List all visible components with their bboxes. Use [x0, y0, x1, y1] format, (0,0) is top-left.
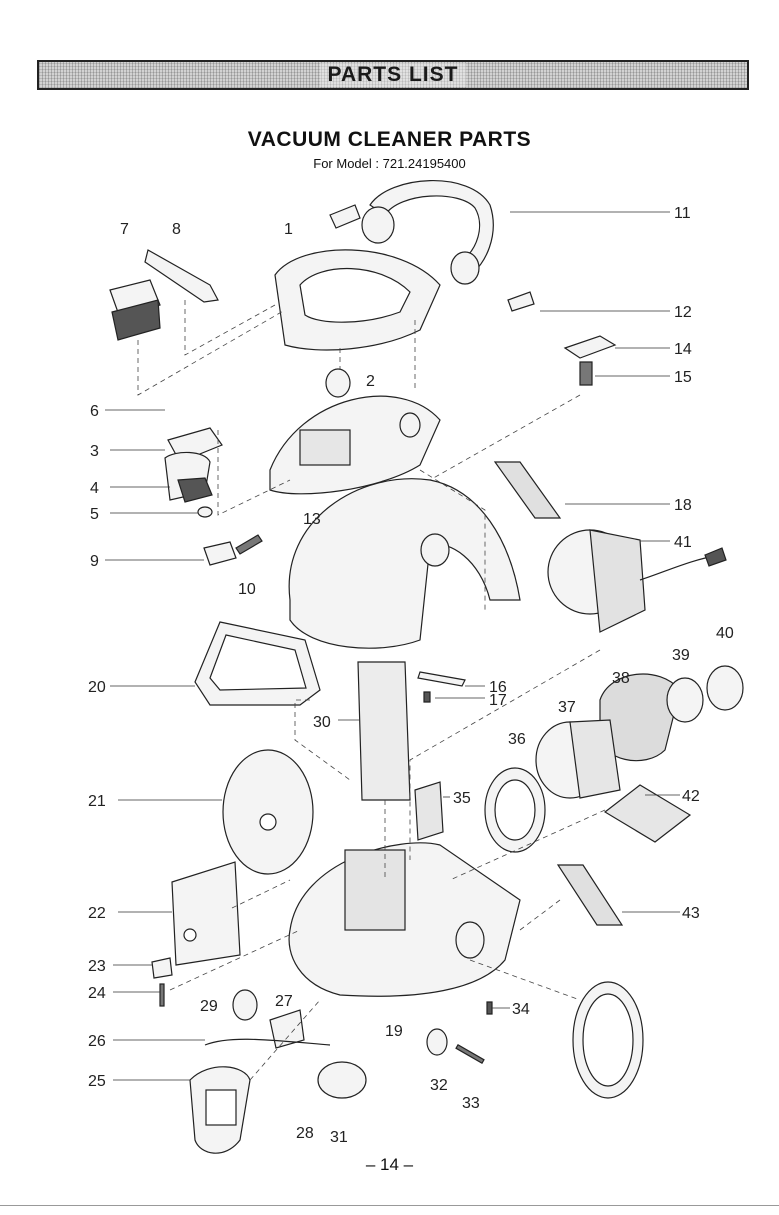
callout-12: 12 [674, 304, 692, 321]
callout-22: 22 [88, 905, 106, 922]
part-rear-wheel [223, 750, 313, 874]
part-body-compartment [345, 850, 405, 930]
callout-3: 3 [90, 443, 99, 460]
callout-27: 27 [275, 993, 293, 1010]
callout-37: 37 [558, 699, 576, 716]
part-small-gear [233, 990, 257, 1020]
part-latch-tab [152, 958, 172, 978]
callout-39: 39 [672, 647, 690, 664]
callout-33: 33 [462, 1095, 480, 1112]
callout-18: 18 [674, 497, 692, 514]
part-wheel-hub [260, 814, 276, 830]
part-handle-screw-top [330, 205, 360, 228]
callout-13: 13 [303, 511, 321, 528]
part-latch-spring [160, 984, 164, 1006]
callout-9: 9 [90, 553, 99, 570]
part-circuit-board [415, 782, 443, 840]
callout-24: 24 [88, 985, 106, 1002]
part-side-filter [558, 865, 622, 925]
part-pre-motor-filter [605, 785, 690, 842]
callout-25: 25 [88, 1073, 106, 1090]
part-gasket-inner [495, 780, 535, 840]
callout-36: 36 [508, 731, 526, 748]
part-mount-bracket [565, 336, 615, 358]
callout-21: 21 [88, 793, 106, 810]
callout-34: 34 [512, 1001, 530, 1018]
part-button-spring [236, 535, 262, 554]
part-axle [456, 1045, 484, 1063]
part-spring [580, 362, 592, 385]
page-number: – 14 – [0, 1155, 779, 1175]
part-cord-reel-housing [590, 530, 645, 632]
part-axle-bushing [427, 1029, 447, 1055]
callout-31: 31 [330, 1129, 348, 1146]
callout-35: 35 [453, 790, 471, 807]
part-plug [705, 548, 726, 566]
callout-17: 17 [489, 692, 507, 709]
part-dust-bag [172, 862, 240, 965]
callout-5: 5 [90, 506, 99, 523]
callout-6: 6 [90, 403, 99, 420]
part-body-wheel-port [456, 922, 484, 958]
part-bag-port [184, 929, 196, 941]
callout-43: 43 [682, 905, 700, 922]
part-front-caster [318, 1062, 366, 1098]
part-handle-pivot-right [451, 252, 479, 284]
part-hose-port-opening [206, 1090, 236, 1125]
footer-divider [0, 1205, 779, 1206]
part-cover-knob [421, 534, 449, 566]
callout-28: 28 [296, 1125, 314, 1142]
part-handle-pivot-left [362, 207, 394, 243]
callout-40: 40 [716, 625, 734, 642]
callout-11: 11 [674, 205, 691, 222]
callout-38: 38 [612, 670, 630, 687]
part-handle-screw-right [508, 292, 534, 311]
part-washer [198, 507, 212, 517]
callout-7: 7 [120, 221, 129, 238]
part-latch [178, 478, 212, 502]
callout-26: 26 [88, 1033, 106, 1050]
callout-8: 8 [172, 221, 181, 238]
callout-23: 23 [88, 958, 106, 975]
callout-14: 14 [674, 341, 692, 358]
callout-30: 30 [313, 714, 331, 731]
callout-41: 41 [674, 534, 692, 551]
callout-19: 19 [385, 1023, 403, 1040]
callout-2: 2 [366, 373, 375, 390]
part-tool-storage [300, 430, 350, 465]
part-side-wheel-inner [583, 994, 633, 1086]
callout-1: 1 [284, 221, 293, 238]
callout-4: 4 [90, 480, 99, 497]
part-clip-screw [424, 692, 430, 702]
callout-15: 15 [674, 369, 692, 386]
part-motor-mount [667, 678, 703, 722]
callout-10: 10 [238, 581, 256, 598]
callout-42: 42 [682, 788, 700, 805]
callout-32: 32 [430, 1077, 448, 1094]
part-clip [418, 672, 465, 686]
callout-29: 29 [200, 998, 218, 1015]
part-hose-tube [205, 1039, 330, 1045]
part-mount-screw [487, 1002, 492, 1014]
part-release-button [204, 542, 236, 565]
part-hinge-left [326, 369, 350, 397]
part-hepa-grill [358, 662, 410, 800]
part-hinge-right [400, 413, 420, 437]
part-exhaust-filter [495, 462, 560, 518]
callout-20: 20 [88, 679, 106, 696]
part-motor-cap [707, 666, 743, 710]
